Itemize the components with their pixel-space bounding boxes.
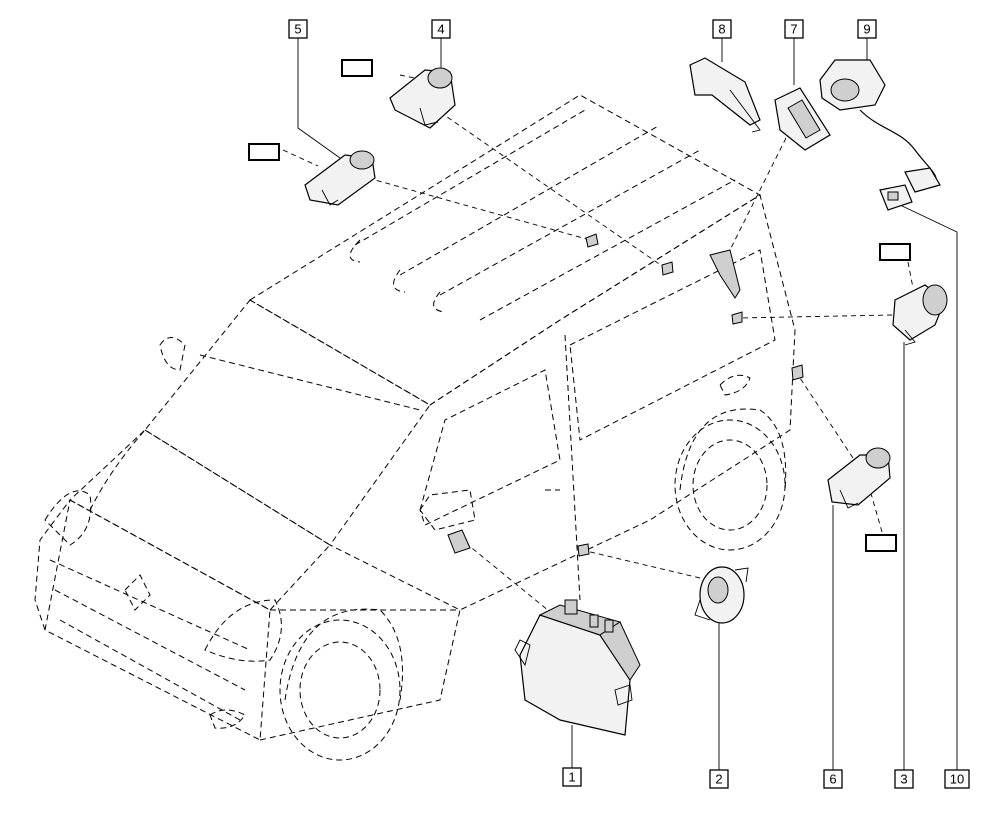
callout-8: 8 [712, 19, 732, 39]
callout-3: 3 [894, 769, 914, 789]
callout-label: 5 [294, 22, 301, 37]
callout-1: 1 [562, 767, 582, 787]
callout-9: 9 [857, 19, 877, 39]
ultrasonic-sensor-part-2 [694, 566, 749, 624]
callout-label: 10 [950, 772, 964, 787]
leader-lines [282, 38, 958, 770]
parking-sensor-part-4 [389, 67, 456, 129]
reference-tag [341, 59, 373, 77]
connector-part-10 [879, 184, 913, 211]
camera-part-9 [819, 59, 941, 193]
callout-label: 4 [437, 22, 444, 37]
callout-2: 2 [709, 769, 729, 789]
callout-4: 4 [431, 19, 451, 39]
callout-label: 6 [829, 772, 836, 787]
callout-label: 2 [715, 772, 722, 787]
callout-label: 3 [900, 772, 907, 787]
callout-label: 9 [863, 22, 870, 37]
control-unit-part-1 [514, 599, 641, 736]
reference-tag [879, 243, 911, 261]
reference-tag [248, 143, 280, 161]
callout-6: 6 [823, 769, 843, 789]
support-part-8 [689, 57, 761, 133]
callout-label: 1 [568, 770, 575, 785]
parking-sensor-part-5 [304, 150, 376, 206]
parking-sensor-part-3 [892, 284, 948, 346]
reference-tag [865, 534, 897, 552]
callout-7: 7 [784, 19, 804, 39]
vehicle-outline [34, 94, 796, 761]
mounting-points [447, 233, 804, 557]
parking-sensor-part-6 [827, 447, 891, 509]
bracket-part-7 [774, 87, 831, 151]
callout-10: 10 [944, 769, 970, 789]
callout-5: 5 [288, 19, 308, 39]
callout-label: 7 [790, 22, 797, 37]
callout-label: 8 [718, 22, 725, 37]
